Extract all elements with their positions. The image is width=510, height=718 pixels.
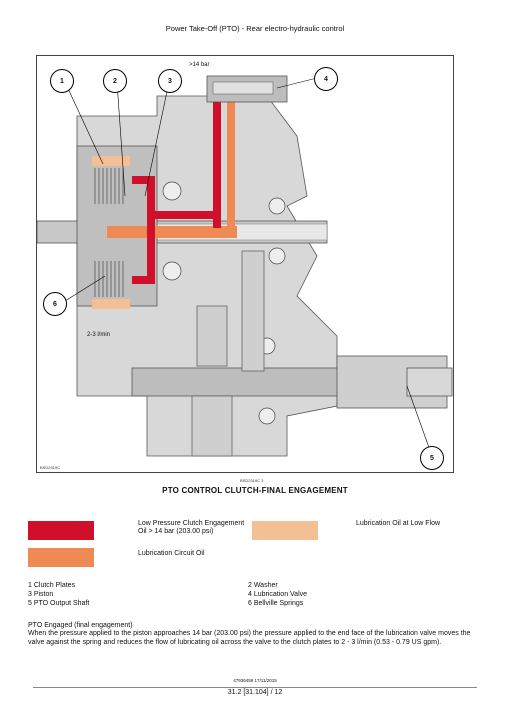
legend-swatch-high-pressure: [28, 521, 94, 540]
callout-1: 1: [50, 69, 74, 93]
part-item: 6 Bellville Springs: [248, 600, 304, 607]
parts-list-left: 1 Clutch Plates 3 Piston 5 PTO Output Sh…: [28, 581, 89, 608]
description-block: PTO Engaged (final engagement) When the …: [28, 622, 474, 647]
figure-caption: PTO CONTROL CLUTCH-FINAL ENGAGEMENT: [162, 486, 348, 495]
part-item: 4 Lubrication Valve: [248, 591, 308, 598]
callout-4: 4: [314, 67, 338, 91]
part-item: 1 Clutch Plates: [28, 582, 76, 589]
figure-ref-code: BSD2319C 3: [240, 478, 264, 483]
clutch-diagram: 1 2 3 4 5 6 >14 bar 2-3 l/min: [36, 55, 454, 473]
callout-6: 6: [43, 292, 67, 316]
description-body: When the pressure applied to the piston …: [28, 630, 471, 646]
part-item: 2 Washer: [248, 582, 278, 589]
legend-swatch-low-flow: [252, 521, 318, 540]
callout-5: 5: [420, 446, 444, 470]
description-heading: PTO Engaged (final engagement): [28, 622, 133, 629]
pressure-label: >14 bar: [189, 62, 210, 68]
part-item: 5 PTO Output Shaft: [28, 600, 90, 607]
footer-page-number: 31.2 [31.104] / 12: [227, 689, 283, 696]
footer-doc-ref: 47936459 17/11/2015: [233, 678, 277, 683]
clutch-cross-section: [37, 56, 453, 472]
legend-label-lubrication: Lubrication Circuit Oil: [138, 550, 205, 557]
page-header-title: Power Take-Off (PTO) - Rear electro-hydr…: [165, 24, 345, 33]
footer-divider: [33, 687, 477, 688]
legend-label-high-pressure: Low Pressure Clutch Engagement Oil > 14 …: [138, 520, 245, 536]
legend-swatch-lubrication: [28, 548, 94, 567]
parts-list-right: 2 Washer 4 Lubrication Valve 6 Bellville…: [248, 581, 307, 608]
part-item: 3 Piston: [28, 591, 54, 598]
legend-label-low-flow: Lubrication Oil at Low Flow: [356, 520, 441, 527]
flow-label: 2-3 l/min: [87, 332, 111, 338]
callout-2: 2: [103, 69, 127, 93]
figure-corner-code: BSD2319C: [40, 465, 61, 470]
callout-3: 3: [158, 69, 182, 93]
